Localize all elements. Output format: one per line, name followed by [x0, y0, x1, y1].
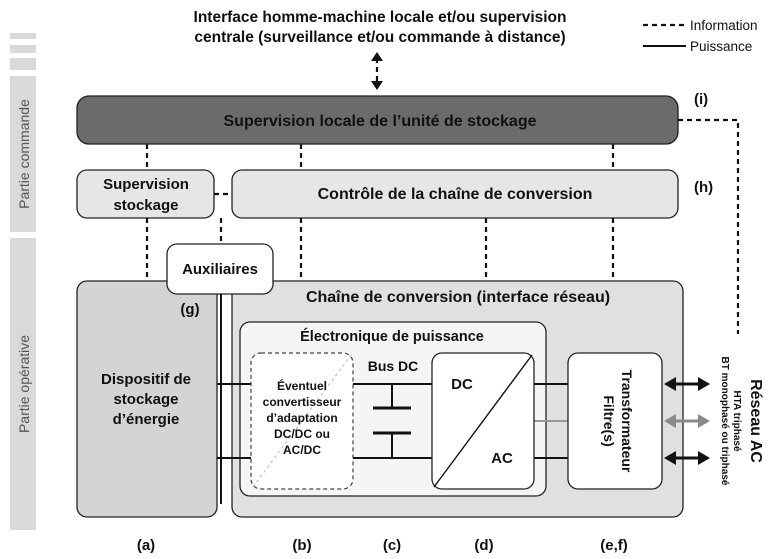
reseau-sub1: HTA triphasé: [731, 390, 742, 452]
supervision-locale-label: Supervision locale de l’unité de stockag…: [224, 113, 537, 130]
dispositif-line3: d’énergie: [113, 411, 180, 428]
tag-h: (h): [694, 179, 713, 196]
dc-ac-diagonal: [433, 354, 533, 488]
dc-label: DC: [451, 376, 473, 393]
auxiliaires-label: Auxiliaires: [182, 261, 258, 278]
dispositif-line2: stockage: [113, 391, 178, 408]
dispositif-line1: Dispositif de: [101, 371, 191, 388]
tag-ef: (e,f): [600, 537, 628, 554]
convertisseur-line3: d’adaptation: [266, 411, 337, 425]
transformateur-line1: Transformateur: [619, 370, 635, 473]
convertisseur-line4: DC/DC ou: [274, 427, 330, 441]
reseau-sub2: BT monophasé ou triphasé: [719, 357, 730, 486]
supervision-stockage-line2: stockage: [113, 197, 178, 214]
side-label-partie-operative: Partie opérative: [16, 335, 32, 433]
convertisseur-block: [250, 352, 354, 490]
output-arrow-middle: [664, 414, 710, 428]
tag-a: (a): [137, 537, 155, 554]
output-arrow-top: [664, 377, 710, 391]
convertisseur-line1: Éventuel: [277, 378, 327, 393]
reseau-title: Réseau AC: [747, 379, 764, 463]
side-bar-operative: [10, 238, 36, 530]
supervision-to-network-link: [678, 118, 740, 334]
legend-puissance-label: Puissance: [690, 39, 752, 54]
tag-b: (b): [292, 537, 311, 554]
side-label-partie-commande: Partie commande: [16, 99, 32, 209]
tag-c: (c): [383, 537, 401, 554]
controle-label: Contrôle de la chaîne de conversion: [318, 186, 593, 203]
tag-d: (d): [474, 537, 493, 554]
top-note-line2: centrale (surveillance et/ou commande à …: [194, 29, 565, 46]
controle-block: [231, 169, 679, 219]
bus-dc-label: Bus DC: [368, 358, 419, 374]
supervision-stockage-line1: Supervision: [103, 176, 189, 193]
bus-dc-capacitor-icon: [373, 384, 411, 458]
side-bar-commande: [10, 33, 36, 232]
top-note-line1: Interface homme-machine locale et/ou sup…: [194, 9, 567, 26]
transformateur-line2: Filtre(s): [601, 395, 617, 446]
convertisseur-line2: convertisseur: [263, 395, 342, 409]
transformateur-block: [567, 352, 663, 490]
hmi-double-arrow: [371, 52, 383, 90]
electronique-label: Électronique de puissance: [300, 328, 484, 345]
ac-label: AC: [491, 450, 513, 467]
chaine-conversion-label: Chaîne de conversion (interface réseau): [306, 289, 610, 306]
dispositif-stockage-block: [76, 280, 218, 518]
convertisseur-line5: AC/DC: [283, 443, 321, 457]
legend-information-label: Information: [690, 18, 758, 33]
tag-i: (i): [694, 91, 708, 108]
tag-g: (g): [180, 301, 199, 318]
output-arrow-bottom: [664, 451, 710, 465]
